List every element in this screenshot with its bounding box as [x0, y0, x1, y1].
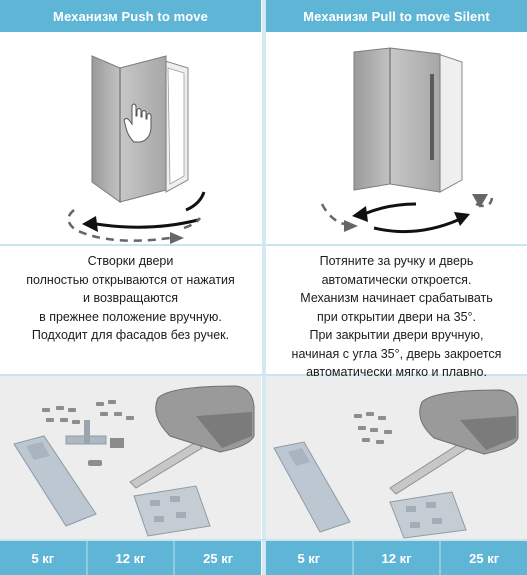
- pull-to-move-weights: 5 кг 12 кг 25 кг: [266, 541, 527, 575]
- folding-door-handle-icon: [320, 47, 494, 234]
- description-line: и возвращаются: [83, 291, 178, 305]
- description-line: полностью открываются от нажатия: [26, 272, 235, 287]
- description-line: Потяните за ручку и дверь: [319, 254, 474, 268]
- weight-option-25: 25 кг: [173, 541, 261, 575]
- column-divider: [262, 0, 266, 575]
- push-to-move-kit-photo: [0, 376, 261, 539]
- weight-option-5: 5 кг: [31, 550, 55, 566]
- description-line: в прежнее положение вручную.: [39, 309, 222, 324]
- hardware-kit-icon: [13, 385, 255, 537]
- push-to-move-weights: 5 кг 12 кг 25 кг: [0, 541, 261, 575]
- push-to-move-column: Механизм Push to move: [0, 0, 261, 575]
- description-line: Механизм начинает срабатывать: [300, 291, 493, 305]
- section-divider-top: [0, 244, 527, 246]
- folding-door-push-icon: [67, 55, 206, 244]
- push-to-move-title: Механизм Push to move: [0, 0, 261, 32]
- push-to-move-description: Створки двери полностью открываются от н…: [0, 246, 261, 374]
- description-line: Створки двери: [87, 254, 174, 268]
- description-line: автоматически мягко и плавно.: [306, 365, 487, 379]
- weight-option-5: 5 кг: [297, 550, 321, 566]
- section-divider-middle: [0, 374, 527, 376]
- pull-to-move-illustration: [266, 34, 527, 244]
- description-line: автоматически откроется.: [321, 272, 472, 287]
- door-handle-icon: [430, 74, 434, 160]
- hand-push-icon: [123, 103, 152, 143]
- description-line: При закрытии двери вручную,: [309, 328, 484, 342]
- description-line: при открытии двери на 35°.: [316, 309, 476, 324]
- pull-to-move-description: Потяните за ручку и дверь автоматически …: [266, 246, 527, 379]
- pull-to-move-silent-column: Механизм Pull to move Silent: [266, 0, 527, 575]
- weight-option-12: 12 кг: [351, 541, 440, 575]
- pull-to-move-kit-photo: [266, 376, 527, 539]
- weight-option-12: 12 кг: [85, 541, 174, 575]
- section-divider-bottom: [0, 539, 527, 541]
- pull-to-move-silent-title: Механизм Pull to move Silent: [266, 0, 527, 32]
- rotation-arrows-icon: [320, 194, 494, 234]
- weight-option-25: 25 кг: [439, 541, 527, 575]
- rotation-arrows-icon: [67, 191, 206, 244]
- description-line: начиная с угла 35°, дверь закроется: [291, 346, 502, 361]
- push-to-move-illustration: [0, 34, 261, 244]
- hardware-kit-icon: [273, 389, 519, 539]
- description-line: Подходит для фасадов без ручек.: [31, 328, 230, 342]
